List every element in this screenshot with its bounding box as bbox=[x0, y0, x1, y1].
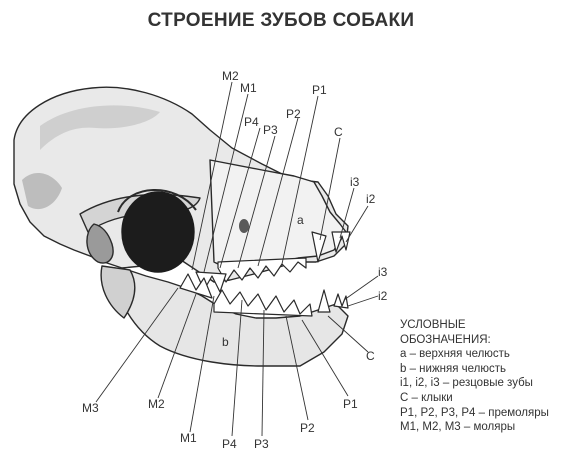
lower-premolars bbox=[214, 290, 312, 316]
label-top-m1: M1 bbox=[240, 81, 257, 95]
label-top-i2: i2 bbox=[366, 192, 376, 206]
legend-item: i1, i2, i3 – резцовые зубы bbox=[400, 376, 549, 391]
lower-incisors bbox=[334, 294, 348, 308]
label-top-c: C bbox=[334, 125, 343, 139]
label-top-i3: i3 bbox=[350, 175, 360, 189]
label-top-p2: P2 bbox=[286, 107, 301, 121]
label-lower-jaw: b bbox=[222, 335, 229, 349]
legend-item: C – клыки bbox=[400, 391, 549, 406]
legend-item: P1, P2, P3, P4 – премоляры bbox=[400, 406, 549, 421]
legend: УСЛОВНЫЕ ОБОЗНАЧЕНИЯ: a – верхняя челюст… bbox=[400, 318, 549, 435]
label-bottom-m3: M3 bbox=[82, 401, 99, 415]
snout bbox=[210, 160, 346, 270]
label-lower-i3: i3 bbox=[378, 265, 388, 279]
label-bottom-p2: P2 bbox=[300, 421, 315, 435]
label-bottom-m1: M1 bbox=[180, 431, 197, 445]
label-top-p4: P4 bbox=[244, 115, 259, 129]
label-top-p3: P3 bbox=[263, 123, 278, 137]
label-bottom-m2: M2 bbox=[148, 397, 165, 411]
legend-item: M1, M2, M3 – моляры bbox=[400, 420, 549, 435]
legend-heading-2: ОБОЗНАЧЕНИЯ: bbox=[400, 333, 549, 348]
label-lower-c: C bbox=[366, 349, 375, 363]
orbit bbox=[122, 192, 194, 272]
label-lower-p1: P1 bbox=[343, 397, 358, 411]
mandible bbox=[112, 268, 348, 366]
nasal-spot bbox=[239, 219, 249, 233]
label-top-p1: P1 bbox=[312, 83, 327, 97]
lower-canine bbox=[318, 290, 330, 312]
label-bottom-p3: P3 bbox=[254, 437, 269, 451]
label-top-m2: M2 bbox=[222, 69, 239, 83]
label-lower-i2: i2 bbox=[378, 289, 388, 303]
label-upper-jaw: a bbox=[297, 213, 304, 227]
legend-item: a – верхняя челюсть bbox=[400, 347, 549, 362]
legend-heading-1: УСЛОВНЫЕ bbox=[400, 318, 549, 333]
legend-item: b – нижняя челюсть bbox=[400, 362, 549, 377]
label-bottom-p4: P4 bbox=[222, 437, 237, 451]
